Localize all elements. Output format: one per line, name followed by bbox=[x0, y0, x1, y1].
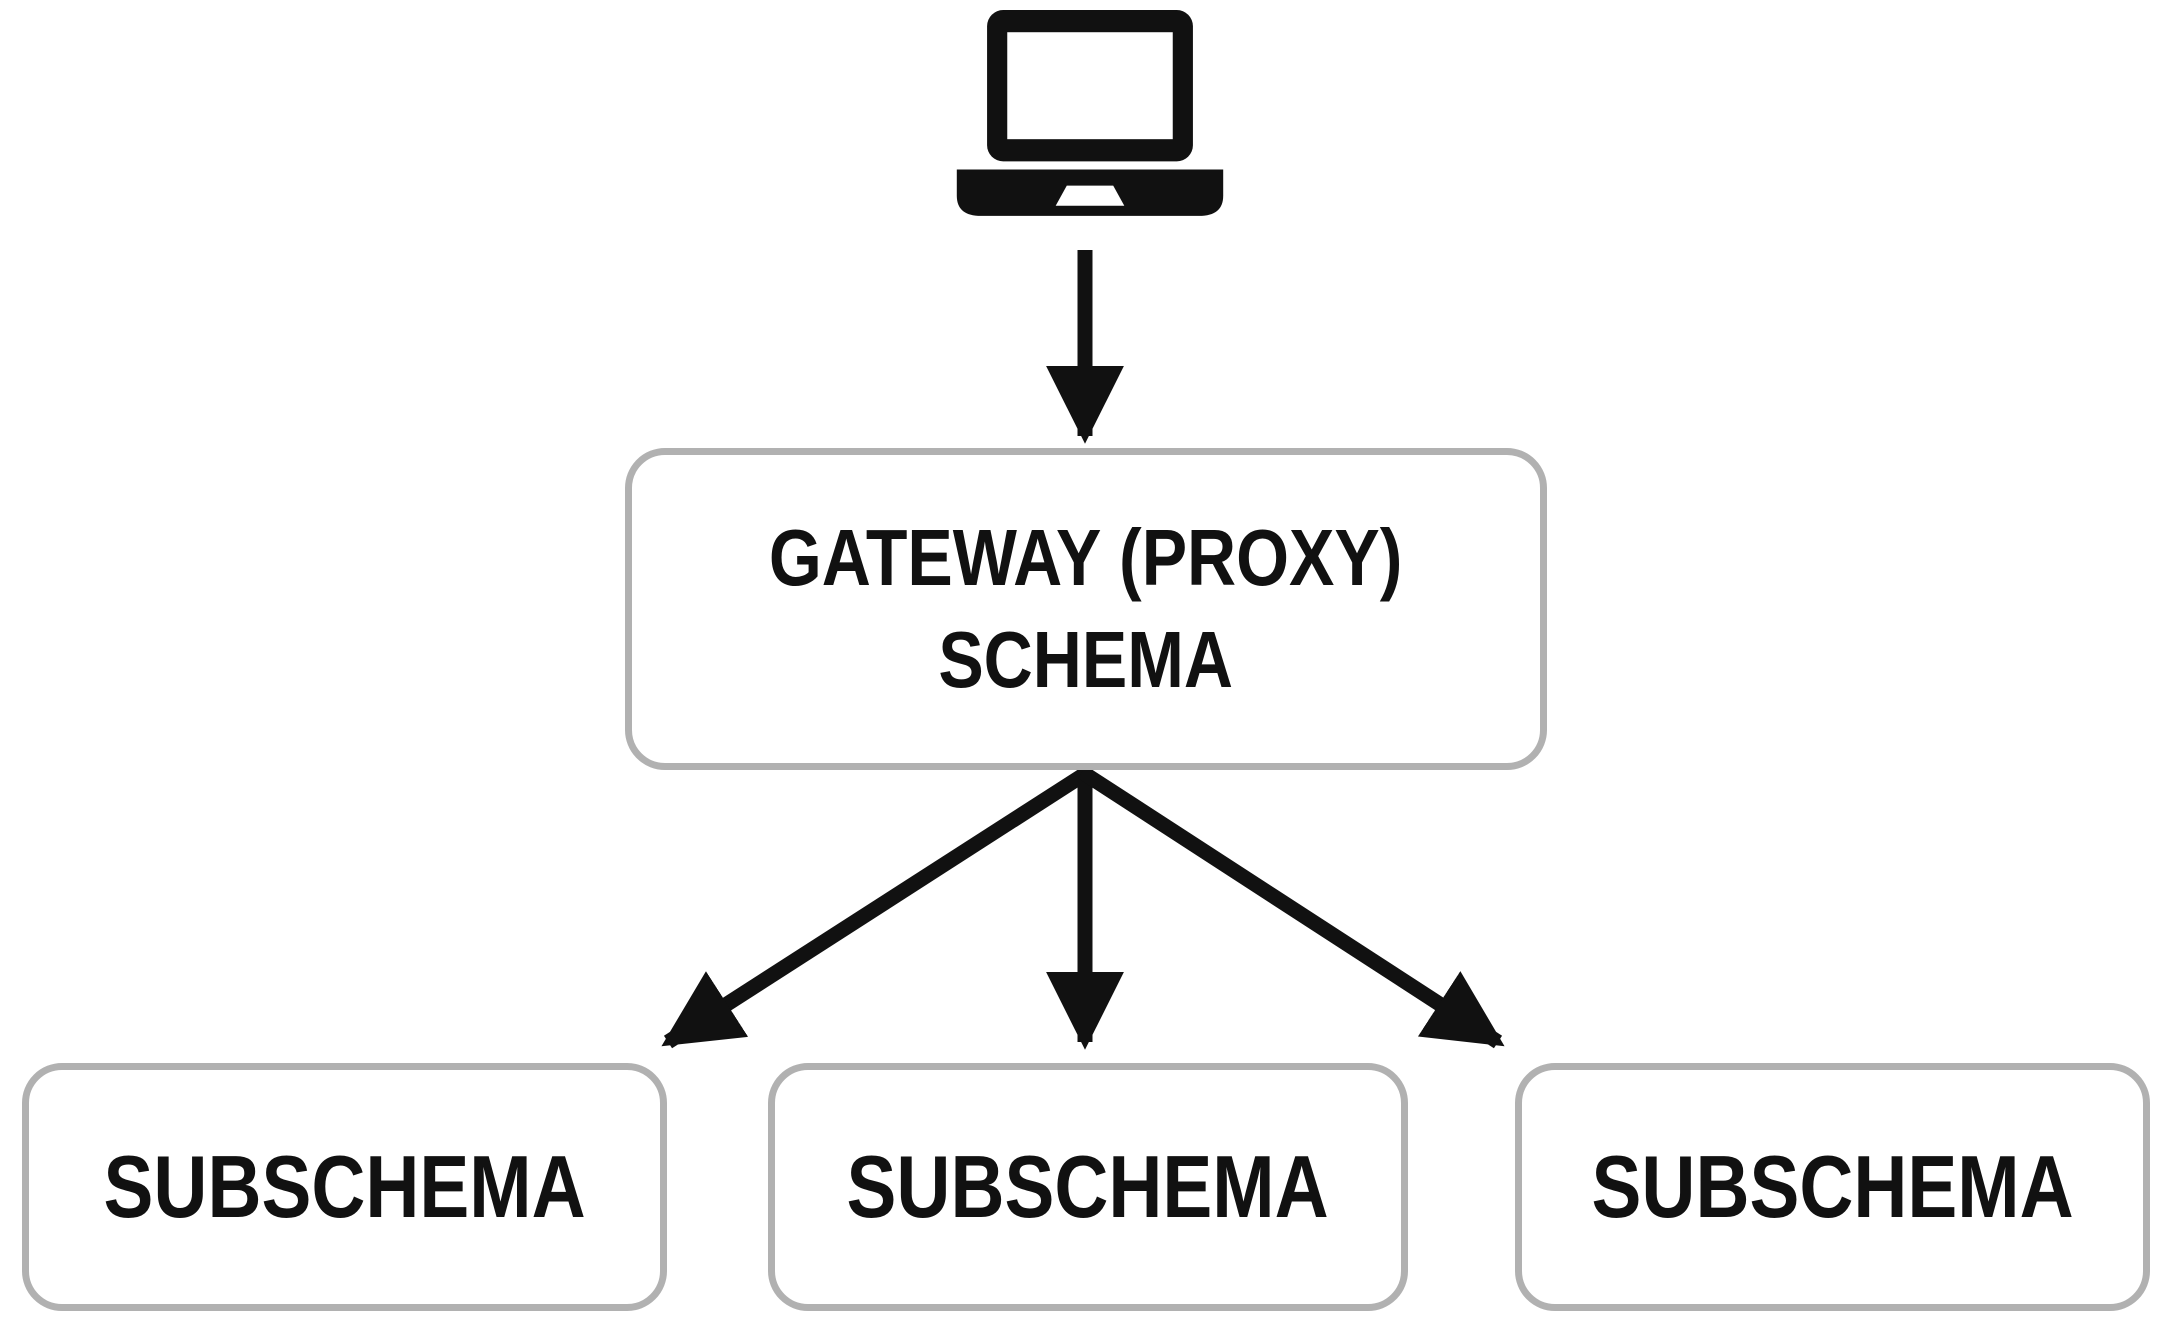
subschema-label: SUBSCHEMA bbox=[1591, 1137, 2074, 1236]
arrow-gateway-subschema-3 bbox=[1077, 765, 1505, 1049]
arrow-gateway-subschema-1 bbox=[661, 765, 1093, 1049]
subschema-label: SUBSCHEMA bbox=[846, 1137, 1330, 1236]
gateway-node: GATEWAY (PROXY) SCHEMA bbox=[625, 448, 1547, 770]
subschema-node-3: SUBSCHEMA bbox=[1515, 1063, 2150, 1311]
laptop-icon bbox=[956, 10, 1224, 216]
gateway-label-line1: GATEWAY (PROXY) bbox=[769, 512, 1403, 602]
gateway-label-line2: SCHEMA bbox=[938, 615, 1234, 704]
gateway-label: GATEWAY (PROXY) SCHEMA bbox=[769, 507, 1403, 712]
subschema-node-2: SUBSCHEMA bbox=[768, 1063, 1408, 1311]
subschema-label: SUBSCHEMA bbox=[103, 1137, 586, 1236]
subschema-node-1: SUBSCHEMA bbox=[22, 1063, 667, 1311]
